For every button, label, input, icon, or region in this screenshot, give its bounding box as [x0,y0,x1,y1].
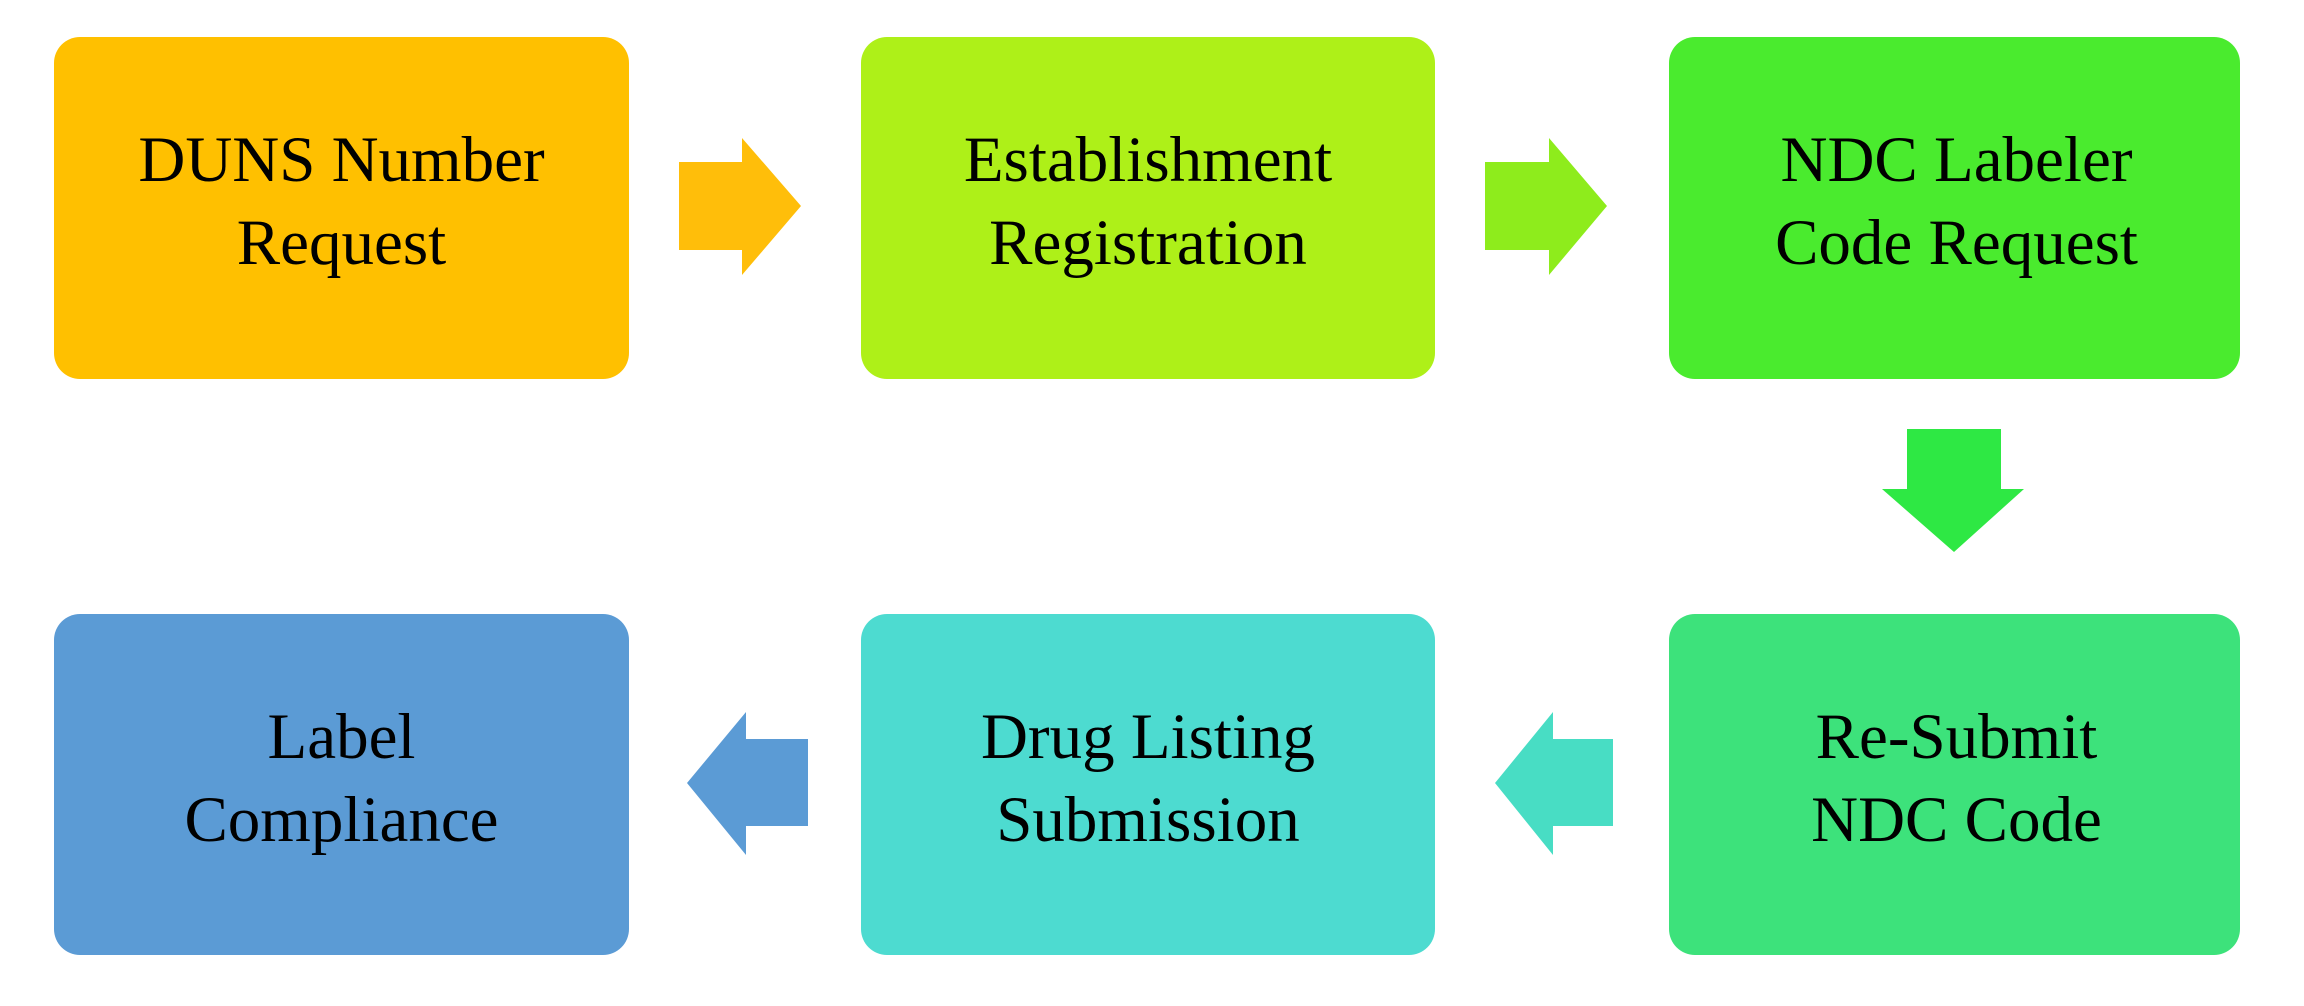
step-label-line: Request [236,207,447,279]
arrow-right-icon [1485,138,1607,275]
step-label-line: Code Request [1775,207,2138,279]
step-label-line: NDC Labeler [1780,124,2133,196]
step-label-line: Registration [989,207,1307,279]
step-label-line: Re-Submit [1815,700,2098,773]
step-duns-number-request: DUNS Number Request [54,37,629,379]
step-resubmit-ndc-code: Re-Submit NDC Code [1669,614,2240,955]
step-label-line: NDC Code [1811,783,2102,856]
arrow-down-icon [1882,429,2024,552]
step-drug-listing-submission: Drug Listing Submission [861,614,1435,955]
step-establishment-registration: Establishment Registration [861,37,1435,379]
step-label-line: Drug Listing [980,700,1315,773]
step-label-line: Compliance [184,783,499,856]
step-label-line: DUNS Number [138,124,545,196]
arrow-left-icon [1495,712,1613,855]
step-label-line: Label [267,700,416,773]
arrow-left-icon [687,712,808,855]
step-label-line: Establishment [963,124,1333,196]
step-label-compliance: Label Compliance [54,614,629,955]
step-ndc-labeler-code-request: NDC Labeler Code Request [1669,37,2240,379]
step-label-line: Submission [996,783,1300,856]
arrow-right-icon [679,138,801,275]
